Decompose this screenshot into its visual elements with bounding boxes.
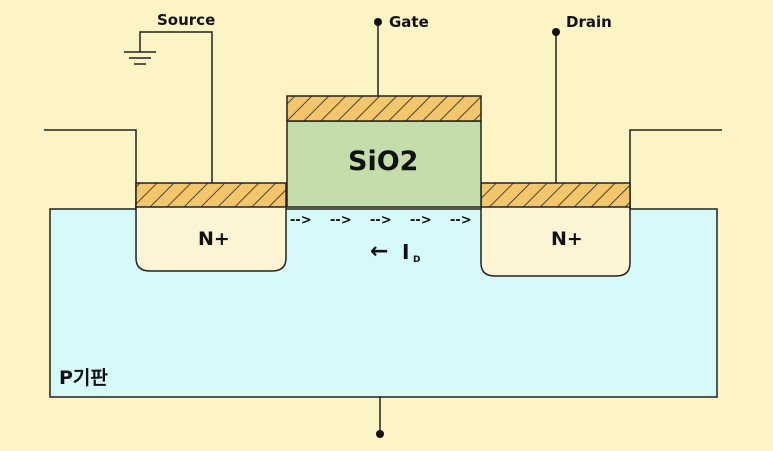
drain-current-subscript: D [413, 255, 420, 265]
oxide-label: SiO2 [348, 146, 418, 177]
source-metal-contact [135, 182, 287, 208]
source-n-plus-region [135, 203, 287, 272]
current-arrow-icon: ← [370, 239, 388, 264]
source-lead [139, 31, 213, 183]
drain-n-plus-label: N+ [551, 228, 583, 250]
right-surface-outline [629, 129, 722, 209]
gate-label: Gate [389, 13, 429, 31]
gate-metal-contact [286, 95, 482, 122]
ground-icon [124, 51, 156, 65]
drain-current-symbol: I [402, 240, 409, 264]
source-n-plus-label: N+ [198, 228, 230, 250]
drain-terminal-dot [552, 28, 560, 36]
flow-mark: --> [370, 213, 392, 228]
substrate-label: P기판 [59, 367, 108, 389]
drain-n-plus-region [480, 203, 631, 277]
flow-mark: --> [330, 213, 352, 228]
body-terminal-dot [376, 430, 384, 438]
drain-label: Drain [566, 13, 612, 31]
channel-flow-marks: --> --> --> --> --> [290, 213, 472, 228]
source-label: Source [157, 11, 215, 29]
flow-mark: --> [450, 213, 472, 228]
flow-mark: --> [290, 213, 312, 228]
flow-mark: --> [410, 213, 432, 228]
gate-terminal-dot [374, 18, 382, 26]
left-surface-outline [44, 129, 137, 209]
drain-metal-contact [480, 182, 631, 208]
